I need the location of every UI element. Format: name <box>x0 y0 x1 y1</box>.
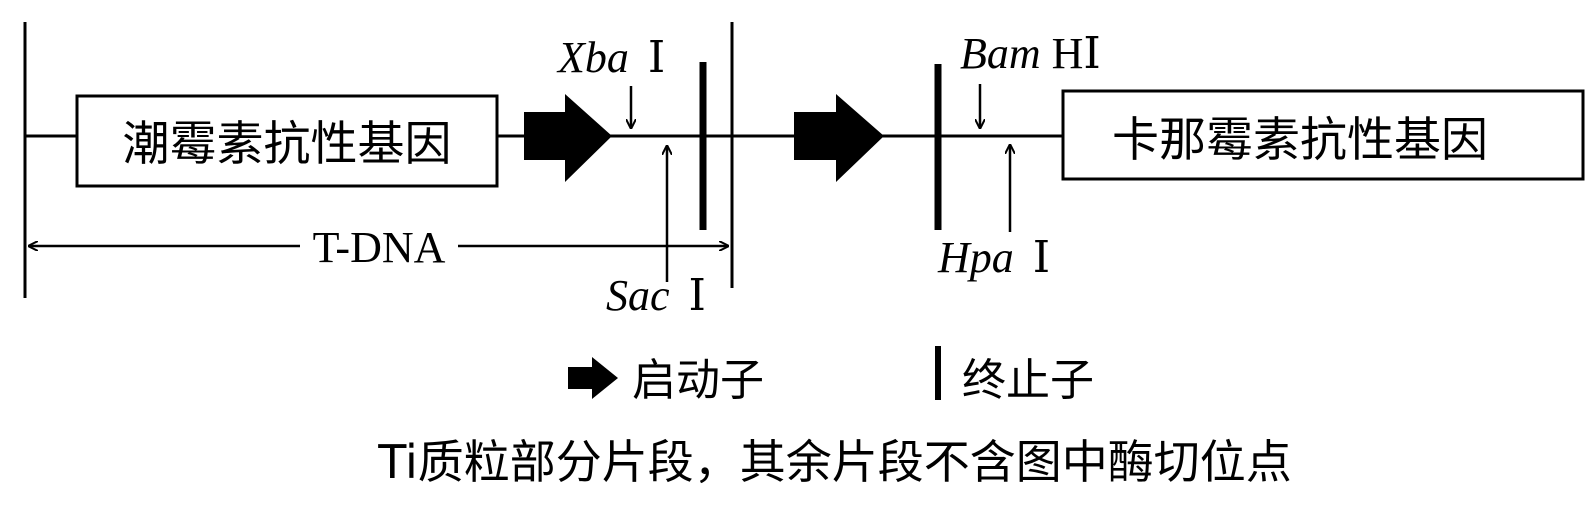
hpa-enzyme-label: Hpa Ⅰ <box>937 233 1050 282</box>
bam-enzyme-label: Bam HⅠ <box>960 29 1101 78</box>
xba-roman: Ⅰ <box>648 33 665 82</box>
legend-promoter-icon <box>568 357 618 399</box>
bam-italic: Bam <box>960 29 1041 78</box>
hygromycin-resistance-gene-box <box>75 94 499 188</box>
xba-enzyme-label: Xba Ⅰ <box>556 33 665 82</box>
promoter-arrow-2 <box>794 94 884 182</box>
xba-italic: Xba <box>556 33 629 82</box>
bam-roman: HⅠ <box>1052 29 1101 78</box>
hpa-italic: Hpa <box>937 233 1014 282</box>
kanamycin-resistance-gene-box <box>1061 89 1585 181</box>
sac-italic: Sac <box>606 271 670 320</box>
legend-promoter-label: 启动子 <box>632 355 764 406</box>
sac-enzyme-label: Sac Ⅰ <box>606 271 706 320</box>
tdna-label: T-DNA <box>313 223 446 272</box>
figure-caption: Ti质粒部分片段，其余片段不含图中酶切位点 <box>377 435 1291 489</box>
hygromycin-resistance-gene-label: 潮霉素抗性基因 <box>123 117 452 172</box>
sac-roman: Ⅰ <box>689 271 706 320</box>
hpa-roman: Ⅰ <box>1033 233 1050 282</box>
legend-terminator-label: 终止子 <box>962 355 1094 406</box>
promoter-arrow-1 <box>524 94 612 182</box>
kanamycin-resistance-gene-label: 卡那霉素抗性基因 <box>1112 113 1488 168</box>
